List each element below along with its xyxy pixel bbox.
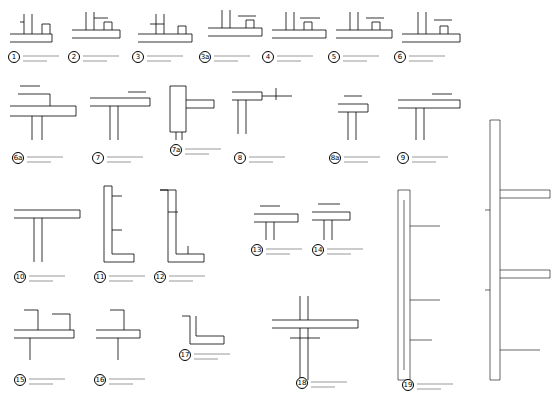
title-underline — [343, 56, 379, 61]
callout-number: 8 — [234, 152, 246, 164]
callout-number: 5 — [328, 51, 340, 63]
callout-number: 12 — [154, 271, 166, 283]
callout-number: 9 — [397, 152, 409, 164]
callout-number: 8a — [329, 152, 341, 164]
title-underline — [109, 276, 145, 281]
callout-number: 17 — [179, 349, 191, 361]
title-underline — [27, 157, 63, 162]
callout-number: 4 — [262, 51, 274, 63]
title-underline — [311, 382, 347, 387]
callout-number: 1 — [8, 51, 20, 63]
callout-number: 7 — [92, 152, 104, 164]
title-underline — [109, 379, 145, 384]
callout-number: 6a — [12, 152, 24, 164]
title-underline — [409, 56, 445, 61]
callout-number: 10 — [14, 271, 26, 283]
title-underline — [327, 249, 363, 254]
title-underline — [214, 56, 250, 61]
title-underline — [29, 379, 65, 384]
title-underline — [23, 56, 59, 61]
title-underline — [417, 384, 453, 389]
title-underline — [412, 157, 448, 162]
title-underline — [194, 354, 230, 359]
title-underline — [107, 157, 143, 162]
title-underline — [266, 249, 302, 254]
callout-number: 18 — [296, 377, 308, 389]
callout-number: 19 — [402, 379, 414, 391]
title-underline — [344, 157, 380, 162]
callout-number: 3a — [199, 51, 211, 63]
callout-number: 3 — [132, 51, 144, 63]
callout-number: 7a — [170, 144, 182, 156]
title-underline — [249, 157, 285, 162]
callout-number: 6 — [394, 51, 406, 63]
callout-number: 2 — [68, 51, 80, 63]
callout-number: 11 — [94, 271, 106, 283]
callout-number: 15 — [14, 374, 26, 386]
title-underline — [169, 276, 205, 281]
title-underline — [83, 56, 119, 61]
title-underline — [185, 149, 221, 154]
title-underline — [29, 276, 65, 281]
callout-number: 14 — [312, 244, 324, 256]
title-underline — [277, 56, 313, 61]
callout-number: 13 — [251, 244, 263, 256]
callout-number: 16 — [94, 374, 106, 386]
title-underline — [147, 56, 183, 61]
